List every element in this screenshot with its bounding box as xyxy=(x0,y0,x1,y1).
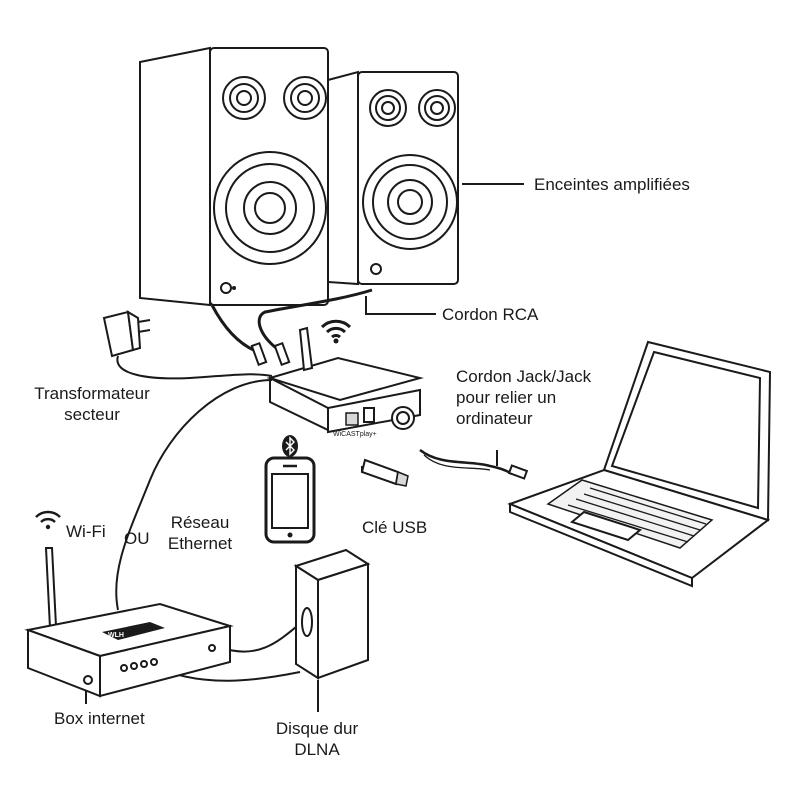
disk-label: Disque dur DLNA xyxy=(252,718,382,760)
smartphone-icon xyxy=(264,456,316,544)
or-label: OU xyxy=(124,529,150,548)
ethernet-label-line2: Ethernet xyxy=(167,534,233,553)
disk-label-line2: DLNA xyxy=(294,740,340,759)
transformer-label-line2: secteur xyxy=(64,405,120,424)
jack-label-line2: pour relier un xyxy=(456,388,557,407)
wifi-icon xyxy=(320,319,352,344)
transformer-label: Transformateur secteur xyxy=(22,383,162,425)
rca-label: Cordon RCA xyxy=(442,305,539,324)
speaker-right-icon xyxy=(327,70,459,286)
router-leds xyxy=(120,658,158,672)
streamer-device: WiCASTplay+ xyxy=(250,326,424,438)
router-brand-label: WLH xyxy=(108,632,124,639)
usb-label: Clé USB xyxy=(362,518,428,537)
rca-leader xyxy=(365,296,436,315)
ethernet-label-line1: Réseau xyxy=(170,513,230,532)
jack-label-line3: ordinateur xyxy=(456,409,533,428)
rca-cable-right xyxy=(257,288,373,354)
power-cable xyxy=(116,355,273,380)
router-icon: WLH xyxy=(24,547,234,698)
box-label: Box internet xyxy=(54,709,145,728)
transformer-label-line1: Transformateur xyxy=(34,384,150,403)
laptop-icon xyxy=(507,340,772,588)
router-disk-cable xyxy=(221,621,303,653)
rca-cable-left xyxy=(210,304,259,354)
power-adapter-icon xyxy=(102,310,151,358)
device-brand-label: WiCASTplay+ xyxy=(333,431,377,438)
wifi-icon xyxy=(35,510,61,530)
jack-cable xyxy=(419,448,513,476)
speakers-label: Enceintes amplifiées xyxy=(534,175,690,194)
usb-key-icon xyxy=(360,458,409,487)
bluetooth-icon xyxy=(282,435,298,457)
laptop-keyboard xyxy=(567,487,707,543)
disk-label-line1: Disque dur xyxy=(275,719,359,738)
hard-disk-icon xyxy=(293,548,371,680)
ethernet-cable xyxy=(115,379,273,611)
jack-label-line1: Cordon Jack/Jack xyxy=(456,367,592,386)
speaker-left-icon xyxy=(139,46,329,307)
jack-label: Cordon Jack/Jack pour relier un ordinate… xyxy=(456,366,591,429)
ethernet-label: Réseau Ethernet xyxy=(150,512,250,554)
wifi-label: Wi-Fi xyxy=(66,522,106,541)
